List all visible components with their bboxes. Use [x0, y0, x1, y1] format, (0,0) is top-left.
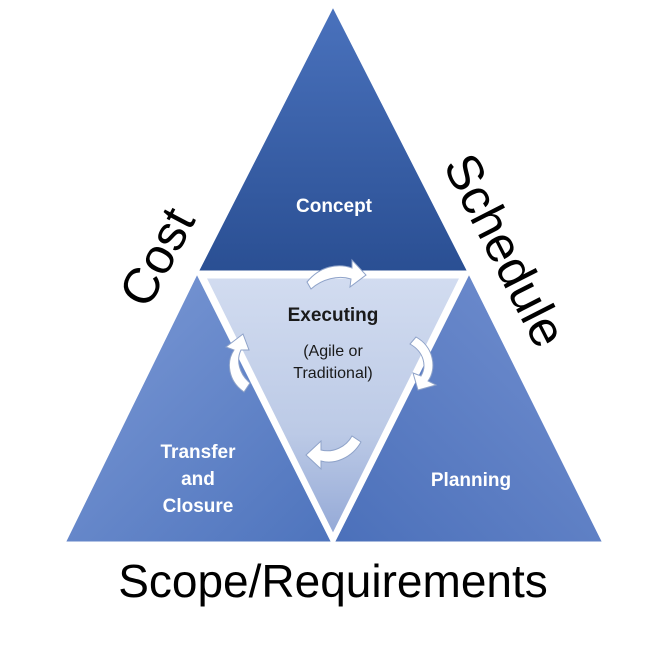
executing-sub-line-1: (Agile or — [303, 343, 363, 360]
transfer-label-line-1: Transfer — [161, 442, 237, 463]
scope-requirements-label: Scope/Requirements — [118, 555, 548, 607]
concept-label: Concept — [296, 196, 373, 217]
arrow-left-up-icon — [224, 333, 251, 393]
arrow-right-down-icon — [409, 336, 438, 391]
transfer-label-line-2: and — [181, 469, 215, 490]
arrow-bottom-left-icon — [305, 435, 362, 471]
arrow-top-right-icon — [306, 258, 367, 290]
planning-label: Planning — [431, 470, 511, 491]
executing-sub-line-2: Traditional) — [293, 365, 372, 382]
planning-segment — [330, 268, 607, 545]
concept-segment — [194, 1, 472, 274]
transfer-label-line-3: Closure — [163, 496, 234, 517]
executing-label: Executing — [288, 305, 379, 326]
transfer-closure-segment — [61, 268, 336, 545]
